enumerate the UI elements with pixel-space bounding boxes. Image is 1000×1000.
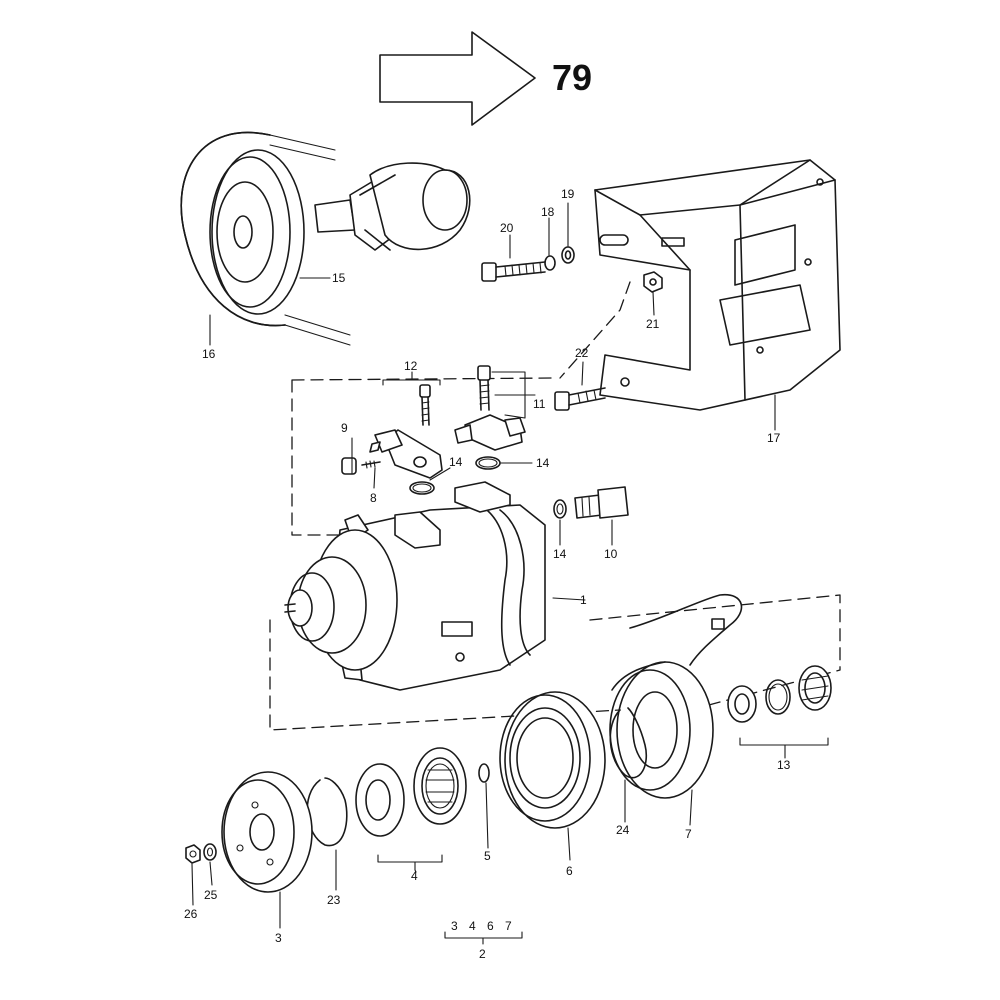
label-2: 2 (479, 947, 486, 961)
page-reference: 79 (552, 57, 592, 98)
clutch-hub-3 (221, 771, 313, 893)
label-7: 7 (685, 827, 692, 841)
label-3: 3 (275, 931, 282, 945)
circlip-23 (306, 777, 348, 847)
crankshaft-pulley (209, 149, 305, 315)
valve-cap-9 (341, 457, 357, 475)
group-bracket (444, 931, 523, 945)
fitting-assembly-12 (369, 384, 443, 479)
bracket-4 (377, 854, 443, 871)
bearing-set-4 (355, 747, 467, 837)
label-5: 5 (484, 849, 491, 863)
field-coil-7 (609, 661, 714, 799)
washer-25 (203, 843, 217, 861)
compressor-bracket (594, 159, 841, 411)
clutch-reference-line (269, 594, 841, 731)
label-14c: 14 (553, 547, 567, 561)
label-12: 12 (404, 359, 418, 373)
bracket-13 (739, 737, 829, 753)
nut-21 (643, 271, 663, 293)
label-16: 16 (202, 347, 216, 361)
label-23: 23 (327, 893, 341, 907)
label-22: 22 (575, 346, 589, 360)
shaft-seal-13 (727, 665, 832, 723)
o-ring-14-side (553, 499, 567, 519)
label-1: 1 (580, 593, 587, 607)
label-14b: 14 (536, 456, 550, 470)
circlip-24 (609, 707, 647, 779)
compressor-body (284, 481, 546, 691)
label-25: 25 (204, 888, 218, 902)
label-26: 26 (184, 907, 198, 921)
label-18: 18 (541, 205, 555, 219)
bolt-22 (554, 387, 606, 411)
label-15: 15 (332, 271, 346, 285)
label-20: 20 (500, 221, 514, 235)
label-11: 11 (533, 397, 546, 411)
drive-belt (180, 131, 351, 346)
shim-5 (478, 763, 490, 783)
label-13: 13 (777, 758, 791, 772)
label-4: 4 (411, 869, 418, 883)
wire-connector (711, 618, 725, 630)
label-19: 19 (561, 187, 575, 201)
label-8: 8 (370, 491, 377, 505)
label-10: 10 (604, 547, 618, 561)
fitting-assembly-11 (454, 365, 526, 451)
pulley-rotor-6 (499, 691, 606, 829)
fitting-10 (574, 486, 629, 519)
o-ring-14-left (409, 481, 435, 495)
nut-26 (185, 844, 201, 864)
valve-core-8 (361, 460, 381, 469)
label-17: 17 (767, 431, 781, 445)
group-note-members: 3 4 6 7 (451, 919, 516, 933)
label-14a: 14 (449, 455, 463, 469)
washer-19 (561, 246, 575, 264)
mounting-reference-line (291, 281, 631, 536)
o-ring-14-right (475, 456, 501, 470)
crankshaft (314, 162, 471, 251)
label-6: 6 (566, 864, 573, 878)
label-9: 9 (341, 421, 348, 435)
bolt-20 (481, 261, 546, 282)
bracket-11 (491, 371, 536, 419)
label-24: 24 (616, 823, 630, 837)
part-labels: 1 2 3 4 5 6 7 8 9 10 11 12 13 14 14 14 1… (184, 187, 791, 961)
right-arrow-icon (379, 31, 536, 126)
leader-lines (191, 202, 786, 929)
bracket-12 (382, 371, 441, 386)
lock-washer-18 (544, 255, 556, 271)
clutch-wire (629, 594, 743, 666)
label-21: 21 (646, 317, 660, 331)
